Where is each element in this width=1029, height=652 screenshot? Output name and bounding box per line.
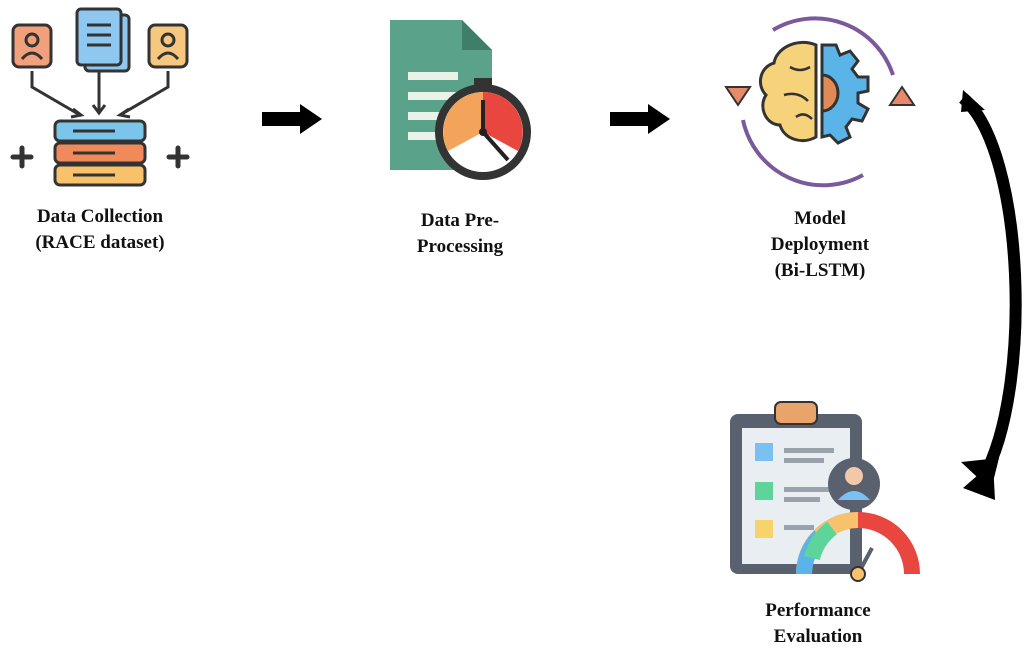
document-stopwatch-icon	[390, 20, 531, 180]
step-label-performance-evaluation: Performance Evaluation	[718, 598, 918, 650]
step-label-line: Evaluation	[773, 626, 863, 647]
arrow-right-1	[262, 104, 322, 134]
step-label-line: Performance	[765, 600, 871, 621]
step-label-model-deployment: Model Deployment (Bi-LSTM)	[720, 206, 920, 284]
curved-arrow-down	[958, 90, 1022, 500]
step-label-line: Data Collection	[36, 206, 164, 227]
step-label-line: Deployment	[770, 234, 870, 255]
step-label-data-collection: Data Collection (RACE dataset)	[0, 204, 200, 256]
step-label-pre-processing: Data Pre- Processing	[360, 208, 560, 260]
arrow-right-2	[610, 104, 670, 134]
users-to-database-icon	[10, 7, 190, 187]
step-label-line: Model	[794, 208, 846, 229]
clipboard-gauge-icon	[730, 401, 920, 582]
step-label-line: Data Pre-	[420, 210, 500, 231]
step-label-line: (Bi-LSTM)	[774, 260, 866, 281]
step-label-line: Processing	[416, 236, 504, 257]
brain-gear-cycle-icon	[724, 16, 916, 188]
step-label-line: (RACE dataset)	[35, 232, 165, 253]
